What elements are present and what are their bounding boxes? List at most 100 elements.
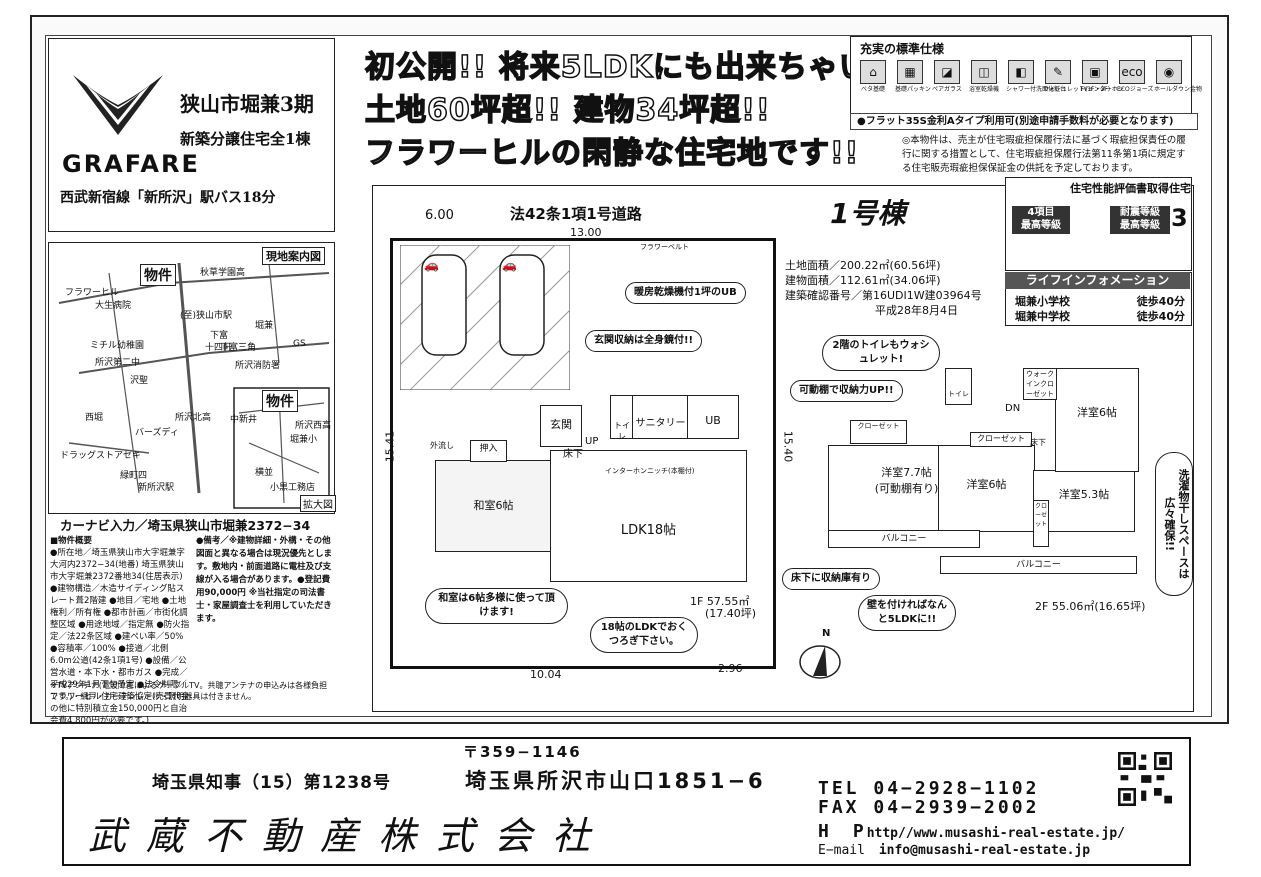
warranty-notice: ◎本物件は、売主が住宅瑕疵担保履行法に基づく瑕疵担保責任の履行に関する措置として…: [902, 135, 1186, 174]
spec-feature-icon: ◫: [971, 60, 997, 84]
car-icon: 🚗: [502, 258, 517, 272]
brand-name: GRAFARE: [62, 150, 200, 178]
spec-feature-icon: ◧: [1008, 60, 1034, 84]
map-place-label: 下富: [210, 331, 229, 341]
floor2-dn: DN: [1005, 403, 1021, 414]
map-place-label: 横並: [255, 468, 274, 478]
performance-badge-seismic: 耐震等級 最高等級: [1110, 206, 1170, 234]
room-sanitary: サニタリー: [632, 395, 689, 439]
room-washitsu: 和室6帖: [435, 460, 552, 552]
balcony-1: バルコニー: [828, 530, 980, 548]
balcony-2: バルコニー: [940, 556, 1137, 574]
antenna-footnote: ※TVアンテナ(電波障害によるケーブルTV。共聴アンテナの申込みは各様負担です。…: [50, 681, 328, 701]
map-place-label: 秋草学園高: [200, 268, 246, 278]
spec-feature-icon: ✎: [1045, 60, 1071, 84]
footer-address: 埼玉県所沢市山口1851−6: [465, 769, 766, 793]
location-map: [48, 242, 335, 514]
room-western-6a: 洋室6帖: [938, 445, 1035, 532]
footer-hp-link[interactable]: http//www.musashi-real-estate.jp/: [866, 826, 1125, 841]
map-place-label: 所沢北高: [175, 413, 212, 423]
map-title: 現地案内図: [262, 247, 325, 265]
spec-feature-label: 浴室乾燥機: [969, 86, 1000, 93]
inset-label: 拡大図: [300, 495, 336, 512]
overview-title: ■物件概要: [50, 536, 93, 546]
footer-fax: FAX 04−2939−2002: [818, 797, 1040, 818]
map-place-label: 緑町四: [120, 471, 148, 481]
school-row: 堀兼小学校徒歩40分: [1015, 295, 1185, 308]
spec-feature-label: ECOジョーズ: [1117, 86, 1154, 93]
map-place-label: 小黒工務店: [270, 483, 316, 493]
room-toilet-1f: トイレ: [610, 395, 634, 441]
map-place-label: 大生病院: [95, 301, 132, 311]
callout-underfloor: 床下に収納庫有り: [782, 568, 880, 590]
footer-mail: E−mail info@musashi-real-estate.jp: [818, 843, 1091, 858]
floor1-sink: 外流し: [430, 441, 454, 450]
inset-property-tag: 物件: [262, 390, 298, 412]
floor1-niche: インターホンニッチ(本棚付): [605, 467, 695, 475]
standard-spec-item: ◧ シャワー付洗面化粧台: [1006, 60, 1067, 93]
compass-north: N: [822, 628, 831, 639]
map-place-label: 所沢消防署: [235, 361, 281, 371]
compass-icon: [799, 645, 841, 679]
floor1-area: 1F 57.55㎡: [690, 595, 750, 608]
qr-code-icon[interactable]: [1118, 752, 1172, 806]
room-toilet-2f: トイレ: [945, 368, 972, 405]
callout-toilet-2f: 2階のトイレもウォシュレット!: [822, 335, 940, 371]
building-specs: 土地面積／200.22㎡(60.56坪) 建物面積／112.61㎡(34.06坪…: [785, 259, 982, 317]
callout-genkan: 玄関収納は全身鏡付!!: [585, 330, 703, 352]
spec-feature-icon: ◉: [1156, 60, 1182, 84]
footer-license: 埼玉県知事（15）第1238号: [152, 773, 391, 793]
performance-badge-4items: 4項目 最高等級: [1012, 206, 1070, 234]
spec-feature-icon: ◪: [934, 60, 960, 84]
floor2-area: 2F 55.06㎡(16.65坪): [1035, 600, 1146, 613]
map-roads: [58, 262, 330, 509]
map-place-label: (至)狭山市駅: [180, 311, 233, 321]
lot-top-width: 13.00: [570, 226, 602, 239]
standard-spec-item: ⌂ベタ基礎: [858, 60, 888, 93]
map-place-label: 所沢西高: [295, 421, 332, 431]
footer-tel: TEL 04−2928−1102: [818, 778, 1040, 799]
room-walkin: ウォークインクローゼット: [1023, 368, 1057, 400]
spec-feature-icon: eco: [1119, 60, 1145, 84]
project-logo-box: [48, 38, 335, 232]
property-overview: ■物件概要 ●所在地／埼玉県狭山市大字堀兼字大河内2372−34(地番) 埼玉県…: [50, 535, 190, 727]
room-closet-2f-c: クローゼット: [1033, 500, 1049, 547]
lot-right-depth: 15.40: [781, 430, 795, 463]
headline-3: フラワーヒルの閑静な住宅地です!!: [364, 135, 860, 172]
callout-ub: 暖房乾燥機付1坪のUB: [625, 282, 746, 304]
life-info-title: ライフインフォメーション: [1005, 272, 1190, 289]
map-place-label: ドラッグストアセキ: [60, 451, 141, 461]
floor2-underfloor: 床下: [1030, 438, 1046, 447]
standard-spec-item: ▦基礎パッキン: [895, 60, 931, 93]
room-western-7-7: 洋室7.7帖(可動棚有り): [828, 445, 940, 532]
lot-boundary: [390, 238, 776, 669]
company-footer: [62, 737, 1191, 866]
callout-washitsu: 和室は6帖多様に使って頂けます!: [425, 588, 568, 624]
school-row: 堀兼中学校徒歩40分: [1015, 310, 1185, 323]
flower-belt-label: フラワーベルト: [640, 243, 689, 251]
map-place-label: フラワーヒル: [65, 288, 120, 298]
standard-spec-item: ✎ ウォシュレット(1F・2F): [1043, 60, 1110, 93]
grafare-logo-icon: [73, 75, 163, 135]
overview-text: ●所在地／埼玉県狭山市大字堀兼字大河内2372−34(地番) 埼玉県狭山市大字堀…: [50, 548, 190, 726]
room-western-6b: 洋室6帖: [1055, 368, 1139, 472]
room-genkan: 玄関: [540, 405, 582, 447]
car-icon: 🚗: [424, 258, 439, 272]
room-ub: UB: [687, 395, 739, 439]
project-subtitle: 新築分譲住宅全1棟: [180, 130, 311, 148]
spec-feature-icon: ⌂: [860, 60, 886, 84]
road-width: 6.00: [425, 208, 454, 223]
map-place-label: 堀兼小: [290, 435, 318, 445]
footer-mail-link[interactable]: info@musashi-real-estate.jp: [878, 843, 1091, 858]
callout-5ldk: 壁を付ければなんと5LDKに!!: [858, 595, 956, 631]
callout-shelf: 可動棚で収納力UP!!: [790, 380, 903, 402]
standard-spec-item: ◫ 浴室乾燥機: [969, 60, 999, 93]
spec-feature-label: ホールダウン金物: [1154, 86, 1203, 93]
seismic-grade: 3: [1171, 204, 1188, 232]
standard-spec-item: ◪ペアガラス: [932, 60, 962, 93]
map-place-label: 中新井: [230, 415, 258, 425]
spec-feature-label: ウォシュレット(1F・2F): [1043, 86, 1110, 93]
spec-feature-label: シャワー付洗面化粧台: [1006, 86, 1067, 93]
performance-title: 住宅性能評価書取得住宅: [1070, 182, 1191, 195]
